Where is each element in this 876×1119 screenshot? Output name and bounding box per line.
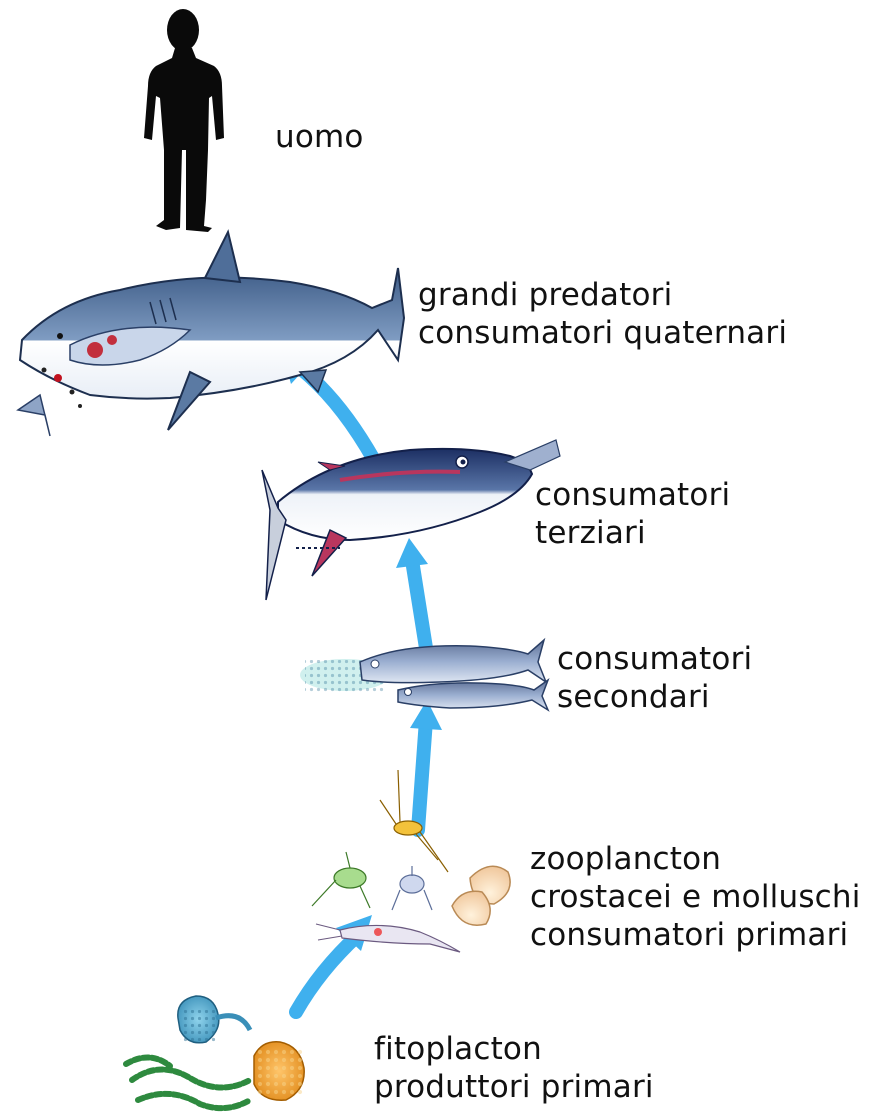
label-line: fitoplacton	[374, 1030, 654, 1068]
label-zooplankton: zooplancton crostacei e molluschi consum…	[530, 840, 861, 954]
phytoplankton	[126, 996, 304, 1108]
label-line: consumatori	[535, 476, 730, 514]
label-line: produttori primari	[374, 1068, 654, 1106]
label-line: crostacei e molluschi	[530, 878, 861, 916]
label-line: uomo	[275, 118, 364, 156]
label-human: uomo	[275, 118, 364, 156]
label-line: grandi predatori	[418, 276, 787, 314]
label-quaternary-consumers: grandi predatori consumatori quaternari	[418, 276, 787, 352]
sardines	[300, 640, 548, 710]
label-line: secondari	[557, 678, 752, 716]
label-line: zooplancton	[530, 840, 861, 878]
label-line: consumatori	[557, 640, 752, 678]
label-secondary-consumers: consumatori secondari	[557, 640, 752, 716]
label-line: terziari	[535, 514, 730, 552]
arrow-secondary-to-tertiary	[396, 538, 428, 648]
arrow-zoo-to-secondary	[410, 700, 442, 830]
label-line: consumatori primari	[530, 916, 861, 954]
label-phytoplankton: fitoplacton produttori primari	[374, 1030, 654, 1106]
label-line: consumatori quaternari	[418, 314, 787, 352]
human-silhouette	[144, 9, 224, 232]
label-tertiary-consumers: consumatori terziari	[535, 476, 730, 552]
zooplankton	[312, 770, 510, 952]
